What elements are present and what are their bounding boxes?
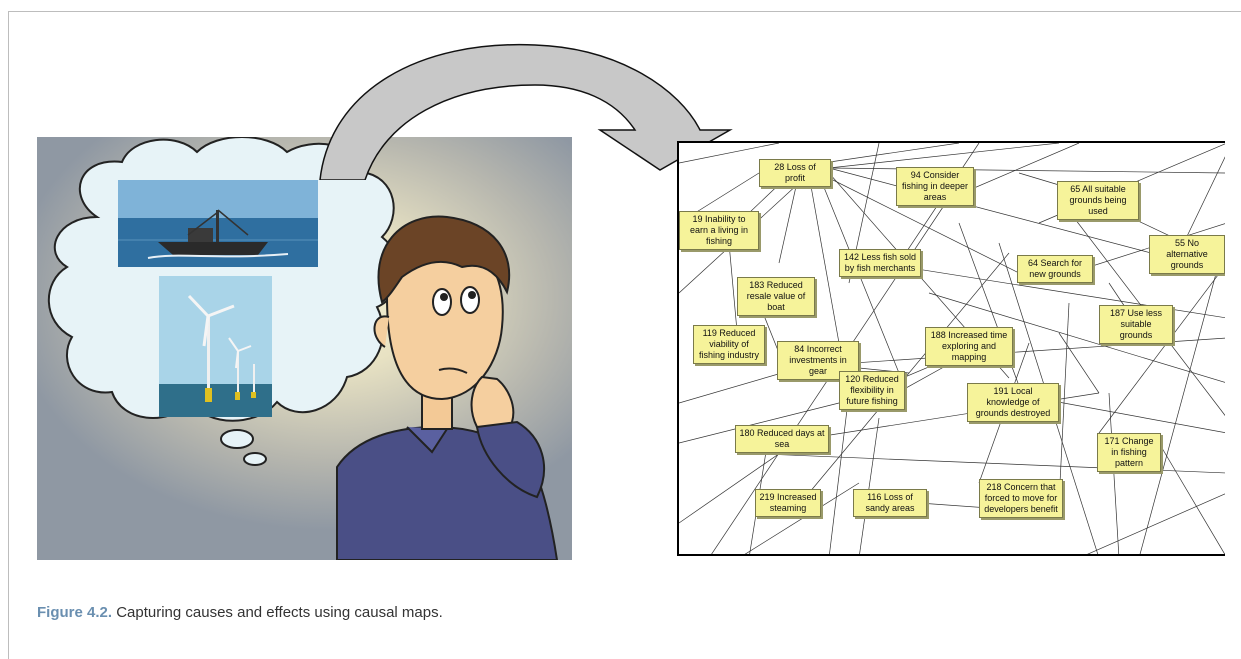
map-node: 28 Loss of profit: [759, 159, 831, 187]
frame-top-rule: [8, 11, 1241, 12]
caption-text: Capturing causes and effects using causa…: [112, 604, 443, 621]
map-node: 219 Increased steaming: [755, 489, 821, 517]
thought-bubble-tiny: [243, 452, 267, 466]
map-node: 188 Increased time exploring and mapping: [925, 327, 1013, 366]
thinking-man-illustration: [37, 137, 572, 560]
map-node: 19 Inability to earn a living in fishing: [679, 211, 759, 250]
frame-left-rule: [8, 11, 9, 659]
map-node: 64 Search for new grounds: [1017, 255, 1093, 283]
causal-map: 28 Loss of profit 94 Consider fishing in…: [677, 141, 1225, 556]
map-node: 116 Loss of sandy areas: [853, 489, 927, 517]
map-node: 183 Reduced resale value of boat: [737, 277, 815, 316]
map-node: 187 Use less suitable grounds: [1099, 305, 1173, 344]
map-node: 191 Local knowledge of grounds destroyed: [967, 383, 1059, 422]
thought-bubble-small: [220, 429, 254, 449]
map-node: 55 No alternative grounds: [1149, 235, 1225, 274]
map-node: 65 All suitable grounds being used: [1057, 181, 1139, 220]
map-node: 142 Less fish sold by fish merchants: [839, 249, 921, 277]
man-figure: [336, 215, 559, 560]
map-node: 171 Change in fishing pattern: [1097, 433, 1161, 472]
figure-label: Figure 4.2.: [37, 604, 113, 621]
map-node: 218 Concern that forced to move for deve…: [979, 479, 1063, 518]
curved-arrow: [319, 43, 733, 180]
wind-turbines-photo: [159, 276, 272, 417]
map-node: 120 Reduced flexibility in future fishin…: [839, 371, 905, 410]
map-node: 119 Reduced viability of fishing industr…: [693, 325, 765, 364]
map-node: 180 Reduced days at sea: [735, 425, 829, 453]
map-node: 94 Consider fishing in deeper areas: [896, 167, 974, 206]
figure-caption: Figure 4.2. Capturing causes and effects…: [37, 604, 443, 621]
fishing-boat-photo: [118, 180, 318, 267]
